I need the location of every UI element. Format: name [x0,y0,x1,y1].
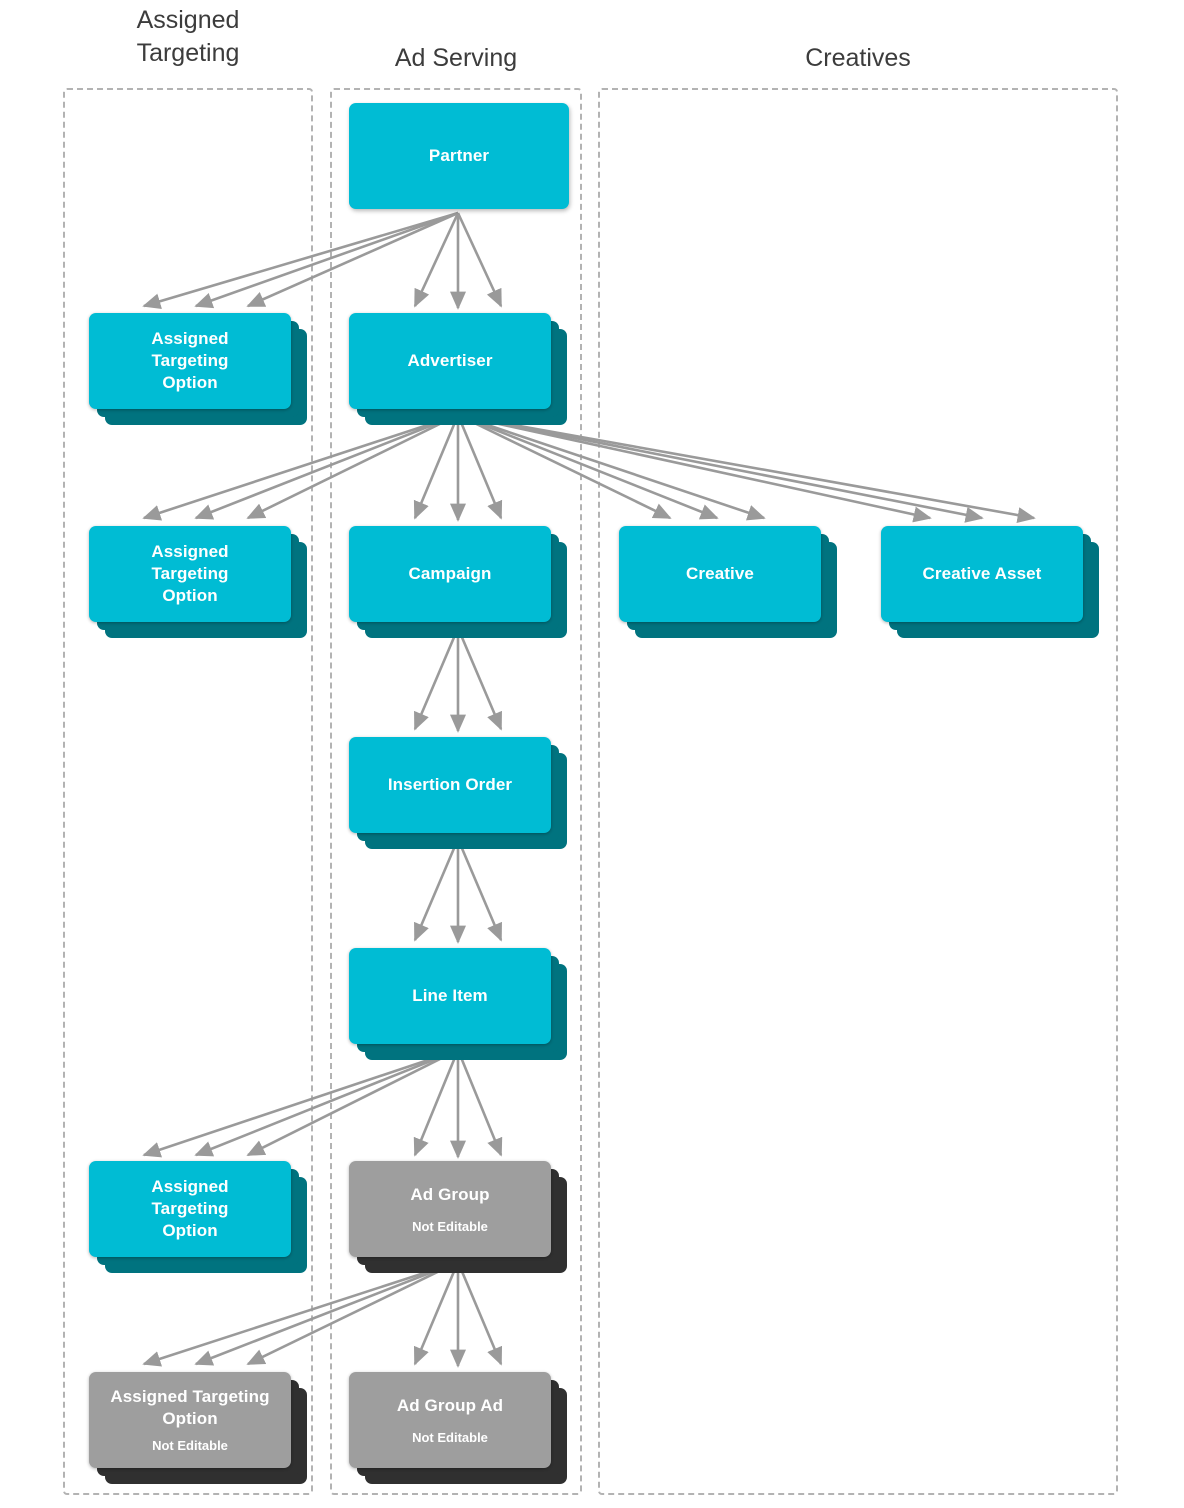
node-title: Line Item [412,986,488,1005]
group-container-assigned-targeting [63,88,313,1495]
node-title: Assigned Targeting Option [151,329,229,392]
column-heading-creatives: Creatives [805,44,911,72]
edge-group [142,211,1036,1368]
column-heading-assigned-targeting: Assigned Targeting [136,6,240,67]
node-title: Ad Group Ad [396,1395,504,1415]
node-title: Assigned Targeting Option [151,542,229,605]
node-campaign[interactable]: Campaign [349,526,574,641]
node-not-editable-label: Not Editable [152,1438,228,1453]
node-assigned-targeting-option-4[interactable]: Assigned Targeting Option Not Editable [89,1372,309,1492]
node-creative-asset[interactable]: Creative Asset [881,526,1106,641]
node-advertiser[interactable]: Advertiser [349,313,574,428]
node-title: Assigned Targeting Option [151,1177,229,1240]
node-title: Advertiser [407,351,493,370]
node-assigned-targeting-option-2[interactable]: Assigned Targeting Option [89,526,309,641]
node-creative[interactable]: Creative [619,526,844,641]
node-title: Ad Group [410,1184,490,1204]
node-line-item[interactable]: Line Item [349,948,574,1063]
node-partner[interactable]: Partner [349,103,569,213]
node-title: Campaign [408,564,492,583]
node-title: Creative Asset [922,564,1042,583]
node-assigned-targeting-option-1[interactable]: Assigned Targeting Option [89,313,309,428]
group-container-creatives [598,88,1118,1495]
node-assigned-targeting-option-3[interactable]: Assigned Targeting Option [89,1161,309,1276]
node-title: Insertion Order [387,775,513,794]
node-title: Creative [686,564,754,583]
node-ad-group-ad[interactable]: Ad Group Ad Not Editable [349,1372,574,1492]
node-insertion-order[interactable]: Insertion Order [349,737,574,852]
column-heading-ad-serving: Ad Serving [394,44,518,72]
node-ad-group[interactable]: Ad Group Not Editable [349,1161,574,1281]
node-not-editable-label: Not Editable [412,1429,488,1445]
group-container-ad-serving [330,88,582,1495]
node-not-editable-label: Not Editable [412,1218,488,1234]
node-title: Partner [428,146,490,165]
node-title: Assigned Targeting Option [110,1387,270,1428]
